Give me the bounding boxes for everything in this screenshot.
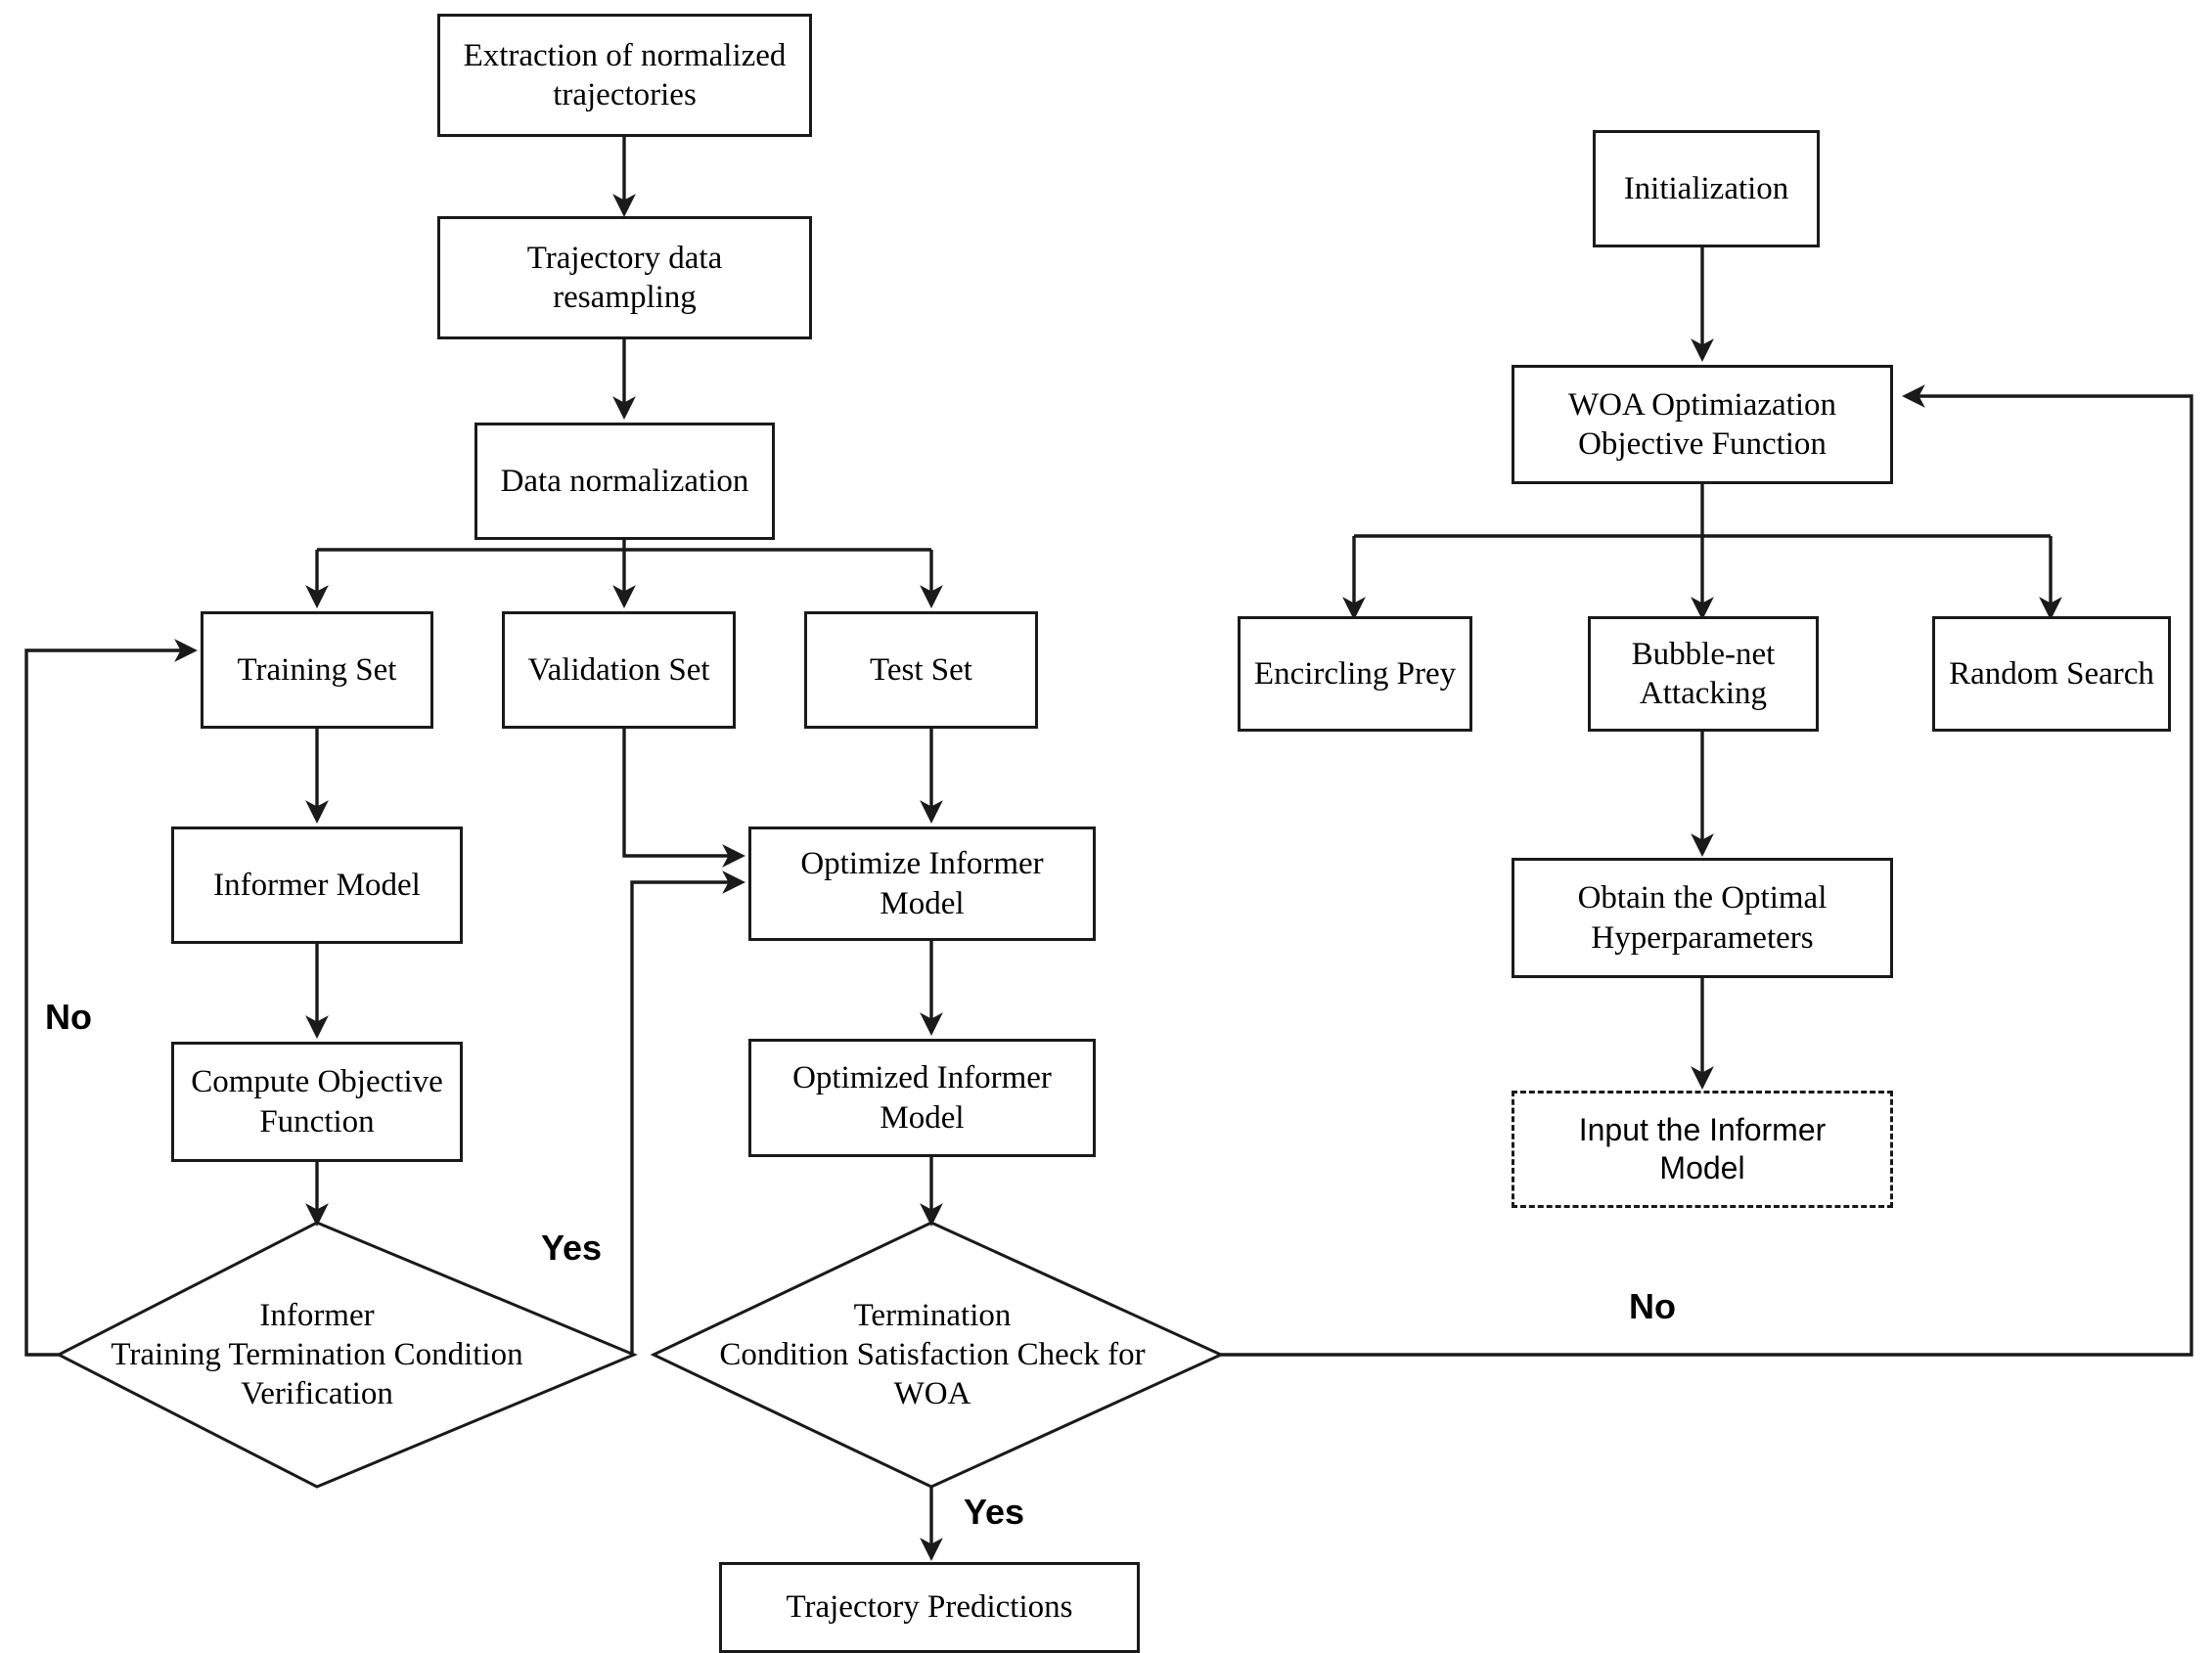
node-encircling-prey[interactable]: Encircling Prey <box>1238 616 1472 732</box>
node-bubble-net-label: Bubble-net Attacking <box>1631 636 1776 711</box>
node-extraction-label: Extraction of normalized trajectories <box>463 37 787 112</box>
node-obtain-hyperparameters-label: Obtain the Optimal Hyperparameters <box>1577 880 1828 956</box>
node-input-informer-label: Input the Informer Model <box>1578 1111 1827 1185</box>
node-trajectory-predictions[interactable]: Trajectory Predictions <box>719 1562 1140 1653</box>
shape-woa-check-diamond <box>650 1221 1225 1489</box>
node-random-search-label: Random Search <box>1949 655 2154 692</box>
node-woa-objective[interactable]: WOA Optimiazation Objective Function <box>1512 365 1893 484</box>
edge-validation-to-optimize <box>622 729 745 868</box>
node-compute-objective[interactable]: Compute Objective Function <box>171 1042 463 1162</box>
edge-label-woa-no: No <box>1629 1286 1676 1326</box>
edge-informer-check-yes <box>630 871 745 1355</box>
node-initialization[interactable]: Initialization <box>1593 130 1820 247</box>
edge-label-informer-yes: Yes <box>541 1228 603 1268</box>
node-optimized-informer[interactable]: Optimized Informer Model <box>748 1039 1096 1157</box>
node-random-search[interactable]: Random Search <box>1932 616 2171 732</box>
node-input-informer[interactable]: Input the Informer Model <box>1512 1091 1893 1208</box>
node-extraction[interactable]: Extraction of normalized trajectories <box>437 14 812 137</box>
node-informer-model-label: Informer Model <box>213 867 421 903</box>
edge-label-woa-yes: Yes <box>964 1492 1025 1532</box>
node-initialization-label: Initialization <box>1623 170 1789 206</box>
node-obtain-hyperparameters[interactable]: Obtain the Optimal Hyperparameters <box>1512 858 1893 978</box>
node-test-set[interactable]: Test Set <box>804 611 1038 729</box>
node-validation-set[interactable]: Validation Set <box>502 611 736 729</box>
node-encircling-prey-label: Encircling Prey <box>1253 655 1457 692</box>
node-optimize-informer-label: Optimize Informer Model <box>800 846 1044 921</box>
node-optimize-informer[interactable]: Optimize Informer Model <box>748 826 1096 941</box>
node-test-set-label: Test Set <box>870 651 972 688</box>
node-training-set-label: Training Set <box>237 651 397 688</box>
node-validation-set-label: Validation Set <box>527 651 710 688</box>
node-woa-check[interactable]: Termination Condition Satisfaction Check… <box>644 1281 1221 1428</box>
node-resampling-label: Trajectory data resampling <box>526 240 723 315</box>
node-normalization-label: Data normalization <box>500 463 749 499</box>
node-bubble-net[interactable]: Bubble-net Attacking <box>1588 616 1819 732</box>
node-informer-model[interactable]: Informer Model <box>171 826 463 944</box>
edge-label-informer-no: No <box>45 997 92 1037</box>
node-informer-check[interactable]: Informer Training Termination Condition … <box>43 1281 591 1428</box>
node-informer-check-label: Informer Training Termination Condition … <box>111 1297 523 1412</box>
node-resampling[interactable]: Trajectory data resampling <box>437 216 812 339</box>
node-woa-objective-label: WOA Optimiazation Objective Function <box>1567 386 1837 462</box>
node-compute-objective-label: Compute Objective Function <box>191 1064 443 1139</box>
node-normalization[interactable]: Data normalization <box>474 423 775 540</box>
node-training-set[interactable]: Training Set <box>201 611 433 729</box>
node-trajectory-predictions-label: Trajectory Predictions <box>786 1589 1073 1626</box>
node-woa-check-label: Termination Condition Satisfaction Check… <box>719 1297 1146 1412</box>
node-optimized-informer-label: Optimized Informer Model <box>792 1060 1052 1136</box>
